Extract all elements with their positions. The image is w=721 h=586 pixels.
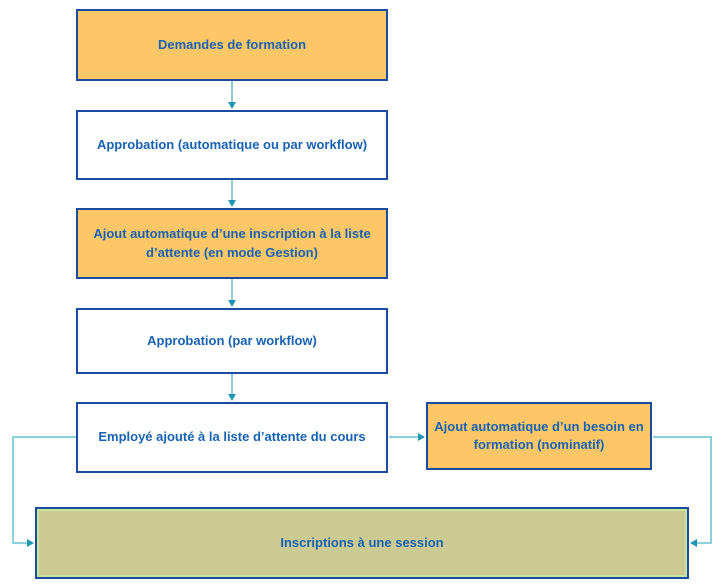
- node-approbation-workflow: Approbation (par workflow): [76, 308, 388, 374]
- connector-approbation-to-ajout-inscription: [228, 180, 236, 207]
- connector-demandes-to-approbation: [228, 81, 236, 109]
- node-ajout-inscription-liste-attente: Ajout automatique d’une inscription à la…: [76, 208, 388, 279]
- arrow-left-icon: [690, 539, 697, 547]
- arrow-down-icon: [228, 102, 236, 109]
- connector-ajout-inscription-to-approbation-wf: [228, 279, 236, 307]
- arrow-down-icon: [228, 200, 236, 207]
- arrow-right-icon: [418, 433, 425, 441]
- node-label: Inscriptions à une session: [280, 534, 444, 550]
- connector-approbation-wf-to-employe: [228, 374, 236, 401]
- node-label: Ajout automatique d’un besoin en formati…: [434, 418, 644, 452]
- connector-employe-to-ajout-besoin: [389, 433, 425, 441]
- node-label: Ajout automatique d’une inscription à la…: [93, 226, 371, 260]
- connector-employe-to-inscriptions: [12, 436, 76, 547]
- arrow-down-icon: [228, 394, 236, 401]
- arrow-right-icon: [27, 539, 34, 547]
- node-label: Employé ajouté à la liste d’attente du c…: [98, 429, 366, 445]
- node-ajout-besoin-formation: Ajout automatique d’un besoin en formati…: [426, 402, 652, 470]
- connector-ajout-besoin-to-inscriptions: [653, 436, 712, 547]
- node-label: Approbation (automatique ou par workflow…: [96, 136, 368, 152]
- node-label: Approbation (par workflow): [147, 332, 317, 348]
- node-employe-liste-attente: Employé ajouté à la liste d’attente du c…: [76, 402, 388, 473]
- arrow-down-icon: [228, 300, 236, 307]
- node-demandes-de-formation: Demandes de formation: [76, 9, 388, 81]
- node-inscriptions-session: Inscriptions à une session: [35, 507, 689, 579]
- node-label: Demandes de formation: [157, 36, 307, 52]
- node-approbation-automatique: Approbation (automatique ou par workflow…: [76, 110, 388, 180]
